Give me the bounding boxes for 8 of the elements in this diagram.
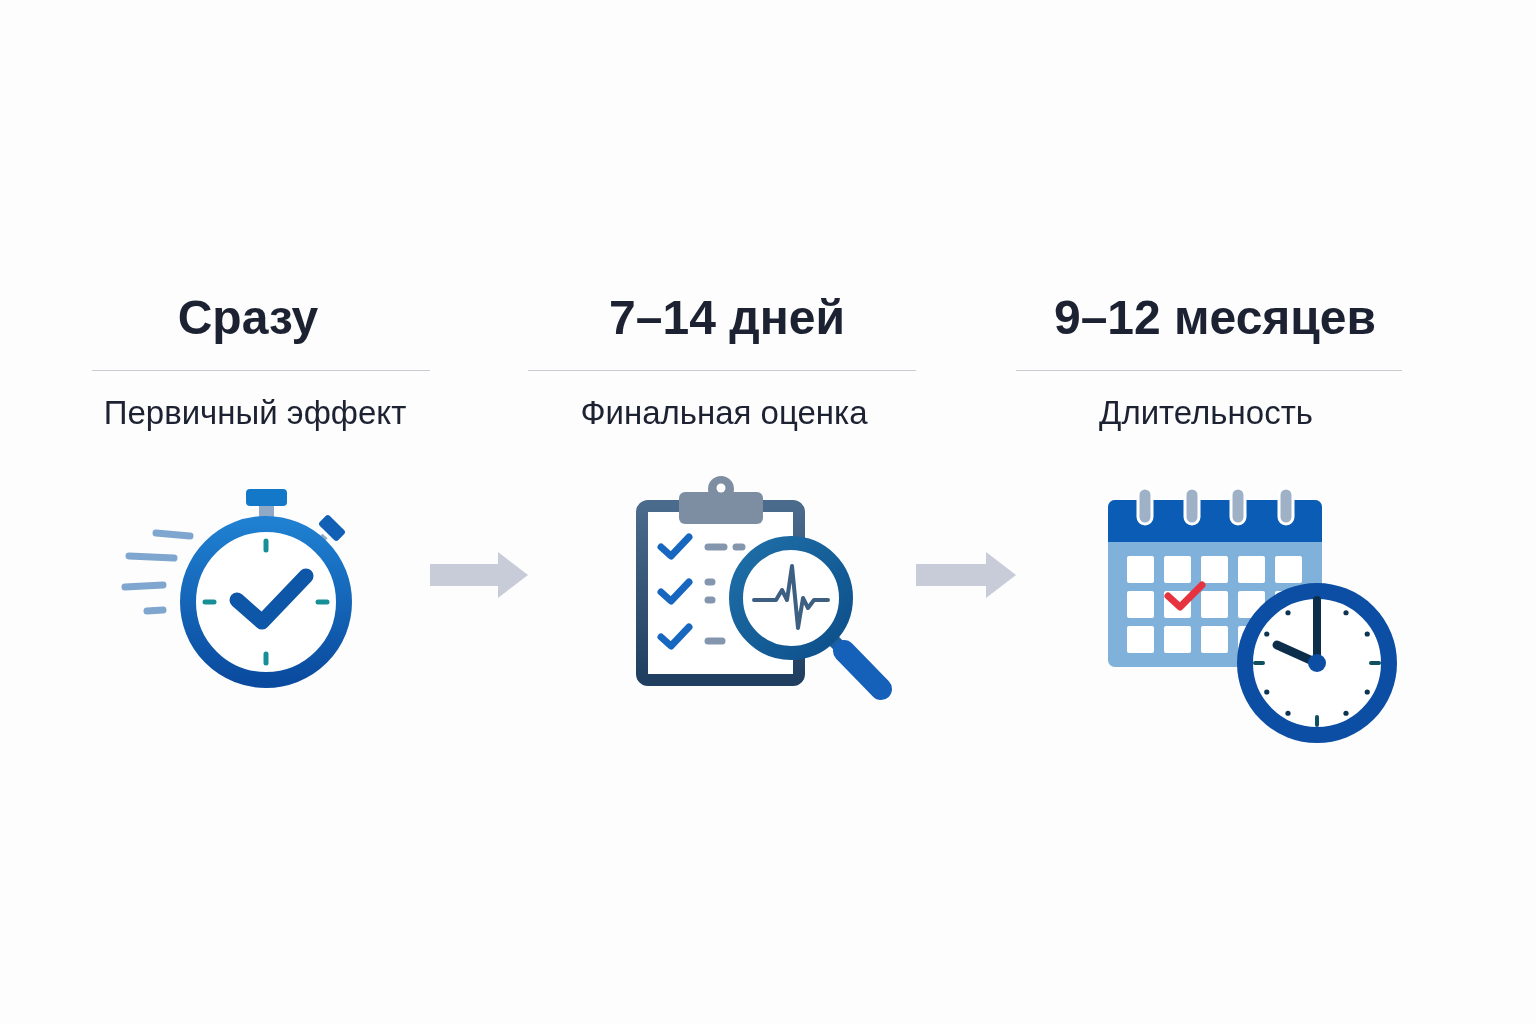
- heading: 9–12 месяцев: [1053, 290, 1377, 346]
- heading: Сразу: [177, 290, 319, 346]
- subtitle: Длительность: [1099, 393, 1313, 433]
- arrow: [430, 552, 528, 598]
- arrow: [916, 552, 1016, 598]
- heading: 7–14 дней: [609, 290, 845, 346]
- subtitle: Финальная оценка: [580, 393, 868, 433]
- subtitle: Первичный эффект: [103, 393, 407, 433]
